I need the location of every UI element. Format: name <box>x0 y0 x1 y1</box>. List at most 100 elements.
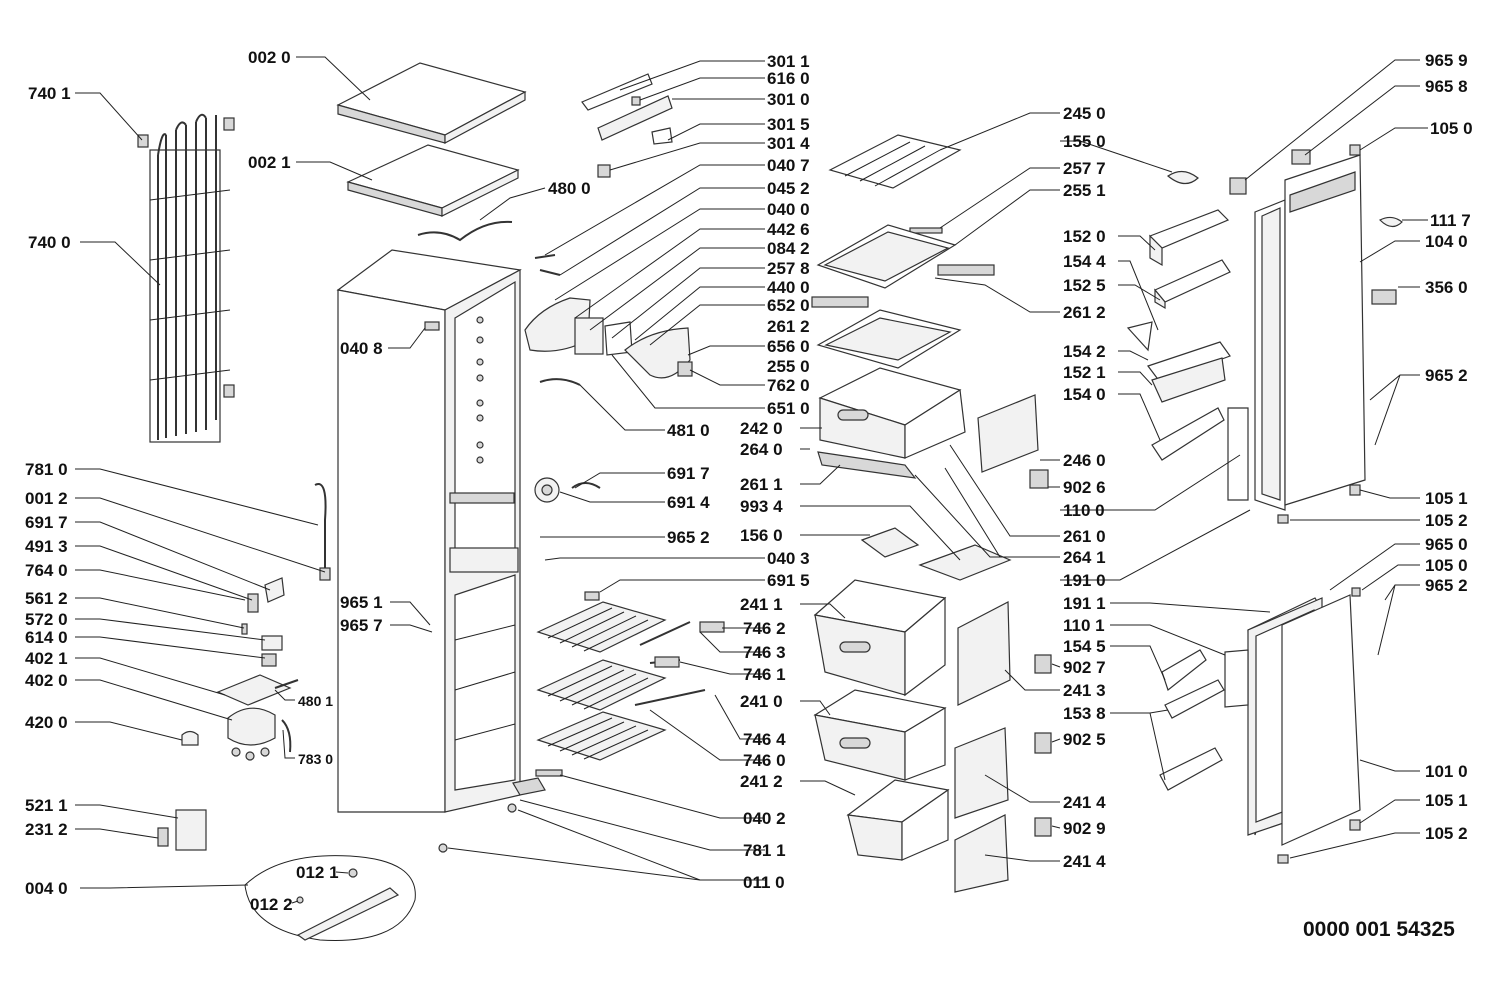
fridge-shelves <box>811 134 995 369</box>
callout-356-0: 356 0 <box>1425 278 1468 297</box>
callout-965-7: 965 7 <box>340 616 383 635</box>
filter-cards <box>1034 654 1052 837</box>
callout-255-0: 255 0 <box>767 357 810 376</box>
callout-261-2-right: 261 2 <box>1063 303 1106 322</box>
callout-691-4: 691 4 <box>667 493 710 512</box>
callout-255-1: 255 1 <box>1063 181 1106 200</box>
callout-002-1: 002 1 <box>248 153 291 172</box>
callout-616-0: 616 0 <box>767 69 810 88</box>
top-cable <box>417 220 513 242</box>
accessories-bag <box>244 855 416 941</box>
callout-491-3: 491 3 <box>25 537 68 556</box>
callout-301-4: 301 4 <box>767 134 810 153</box>
callout-740-0: 740 0 <box>28 233 71 252</box>
callout-153-8: 153 8 <box>1063 704 1106 723</box>
callout-040-3: 040 3 <box>767 549 810 568</box>
fridge-crisper-drawer <box>817 367 1049 489</box>
callout-040-2: 040 2 <box>743 809 786 828</box>
callout-572-0: 572 0 <box>25 610 68 629</box>
callout-105-0-top: 105 0 <box>1430 119 1473 138</box>
callout-965-9: 965 9 <box>1425 51 1468 70</box>
callout-651-0: 651 0 <box>767 399 810 418</box>
callout-111-7: 111 7 <box>1430 211 1471 230</box>
callout-040-7: 040 7 <box>767 156 810 175</box>
callout-965-1: 965 1 <box>340 593 383 612</box>
callout-480-0: 480 0 <box>548 179 591 198</box>
callout-231-2: 231 2 <box>25 820 68 839</box>
callout-691-7-left: 691 7 <box>25 513 68 532</box>
callout-154-5: 154 5 <box>1063 637 1106 656</box>
callout-301-0: 301 0 <box>767 90 810 109</box>
callout-902-9: 902 9 <box>1063 819 1106 838</box>
callout-241-3: 241 3 <box>1063 681 1106 700</box>
callout-257-7: 257 7 <box>1063 159 1106 178</box>
callout-965-2-right-bottom: 965 2 <box>1425 576 1468 595</box>
callout-746-2: 746 2 <box>743 619 786 638</box>
callout-110-1: 110 1 <box>1063 616 1105 635</box>
fridge-door-balconies <box>1126 149 1311 501</box>
callout-652-0: 652 0 <box>767 296 810 315</box>
callout-402-1: 402 1 <box>25 649 68 668</box>
callout-746-4: 746 4 <box>743 730 786 749</box>
fridge-door <box>1254 144 1403 524</box>
callout-241-4-upper: 241 4 <box>1063 793 1106 812</box>
callout-402-0: 402 0 <box>25 671 68 690</box>
callout-001-2: 001 2 <box>25 489 68 508</box>
callout-241-2: 241 2 <box>740 772 783 791</box>
callout-902-5: 902 5 <box>1063 730 1106 749</box>
callout-154-0: 154 0 <box>1063 385 1106 404</box>
callout-154-4: 154 4 <box>1063 252 1106 271</box>
callout-154-2: 154 2 <box>1063 342 1106 361</box>
callout-781-0: 781 0 <box>25 460 68 479</box>
callout-101-0: 101 0 <box>1425 762 1468 781</box>
callout-442-6: 442 6 <box>767 220 810 239</box>
callout-301-1: 301 1 <box>767 52 810 71</box>
callout-105-0-bottom: 105 0 <box>1425 556 1468 575</box>
callout-521-1: 521 1 <box>25 796 68 815</box>
callout-264-0: 264 0 <box>740 440 783 459</box>
callout-480-1: 480 1 <box>298 693 333 709</box>
callout-440-0: 440 0 <box>767 278 810 297</box>
callout-764-0: 764 0 <box>25 561 68 580</box>
callout-691-7-top: 691 7 <box>667 464 710 483</box>
callout-257-8: 257 8 <box>767 259 810 278</box>
callout-011-0: 011 0 <box>743 873 785 892</box>
callout-902-7: 902 7 <box>1063 658 1106 677</box>
callout-002-0: 002 0 <box>248 48 291 67</box>
callout-012-2: 012 2 <box>250 895 293 914</box>
callout-656-0: 656 0 <box>767 337 810 356</box>
callout-261-1: 261 1 <box>740 475 783 494</box>
top-cover <box>336 62 527 145</box>
compressor-parts <box>157 483 331 851</box>
callout-152-5: 152 5 <box>1063 276 1106 295</box>
callout-104-0: 104 0 <box>1425 232 1468 251</box>
callout-246-0: 246 0 <box>1063 451 1106 470</box>
callout-084-2: 084 2 <box>767 239 810 258</box>
callout-105-2-top: 105 2 <box>1425 511 1468 530</box>
callout-152-0: 152 0 <box>1063 227 1106 246</box>
callout-965-0: 965 0 <box>1425 535 1468 554</box>
callout-156-0: 156 0 <box>740 526 783 545</box>
callout-labels: 002 0 002 1 480 0 740 1 740 0 040 8 301 … <box>25 48 1473 914</box>
callout-965-8: 965 8 <box>1425 77 1468 96</box>
callout-241-4-lower: 241 4 <box>1063 852 1106 871</box>
callout-191-1: 191 1 <box>1063 594 1106 613</box>
callout-110-0: 110 0 <box>1063 501 1105 520</box>
callout-301-5: 301 5 <box>767 115 810 134</box>
callout-481-0: 481 0 <box>667 421 710 440</box>
callout-241-0: 241 0 <box>740 692 783 711</box>
cabinet-body <box>336 249 522 813</box>
callout-965-2-mid: 965 2 <box>667 528 710 547</box>
callout-155-0: 155 0 <box>1063 132 1106 151</box>
callout-045-2: 045 2 <box>767 179 810 198</box>
callout-614-0: 614 0 <box>25 628 68 647</box>
callout-781-1: 781 1 <box>743 841 786 860</box>
leader-lines <box>75 56 1428 904</box>
callout-420-0: 420 0 <box>25 713 68 732</box>
callout-746-3: 746 3 <box>743 643 786 662</box>
callout-993-4: 993 4 <box>740 497 783 516</box>
callout-040-8: 040 8 <box>340 339 383 358</box>
callout-242-0: 242 0 <box>740 419 783 438</box>
callout-152-1: 152 1 <box>1063 363 1106 382</box>
callout-012-1: 012 1 <box>296 863 339 882</box>
